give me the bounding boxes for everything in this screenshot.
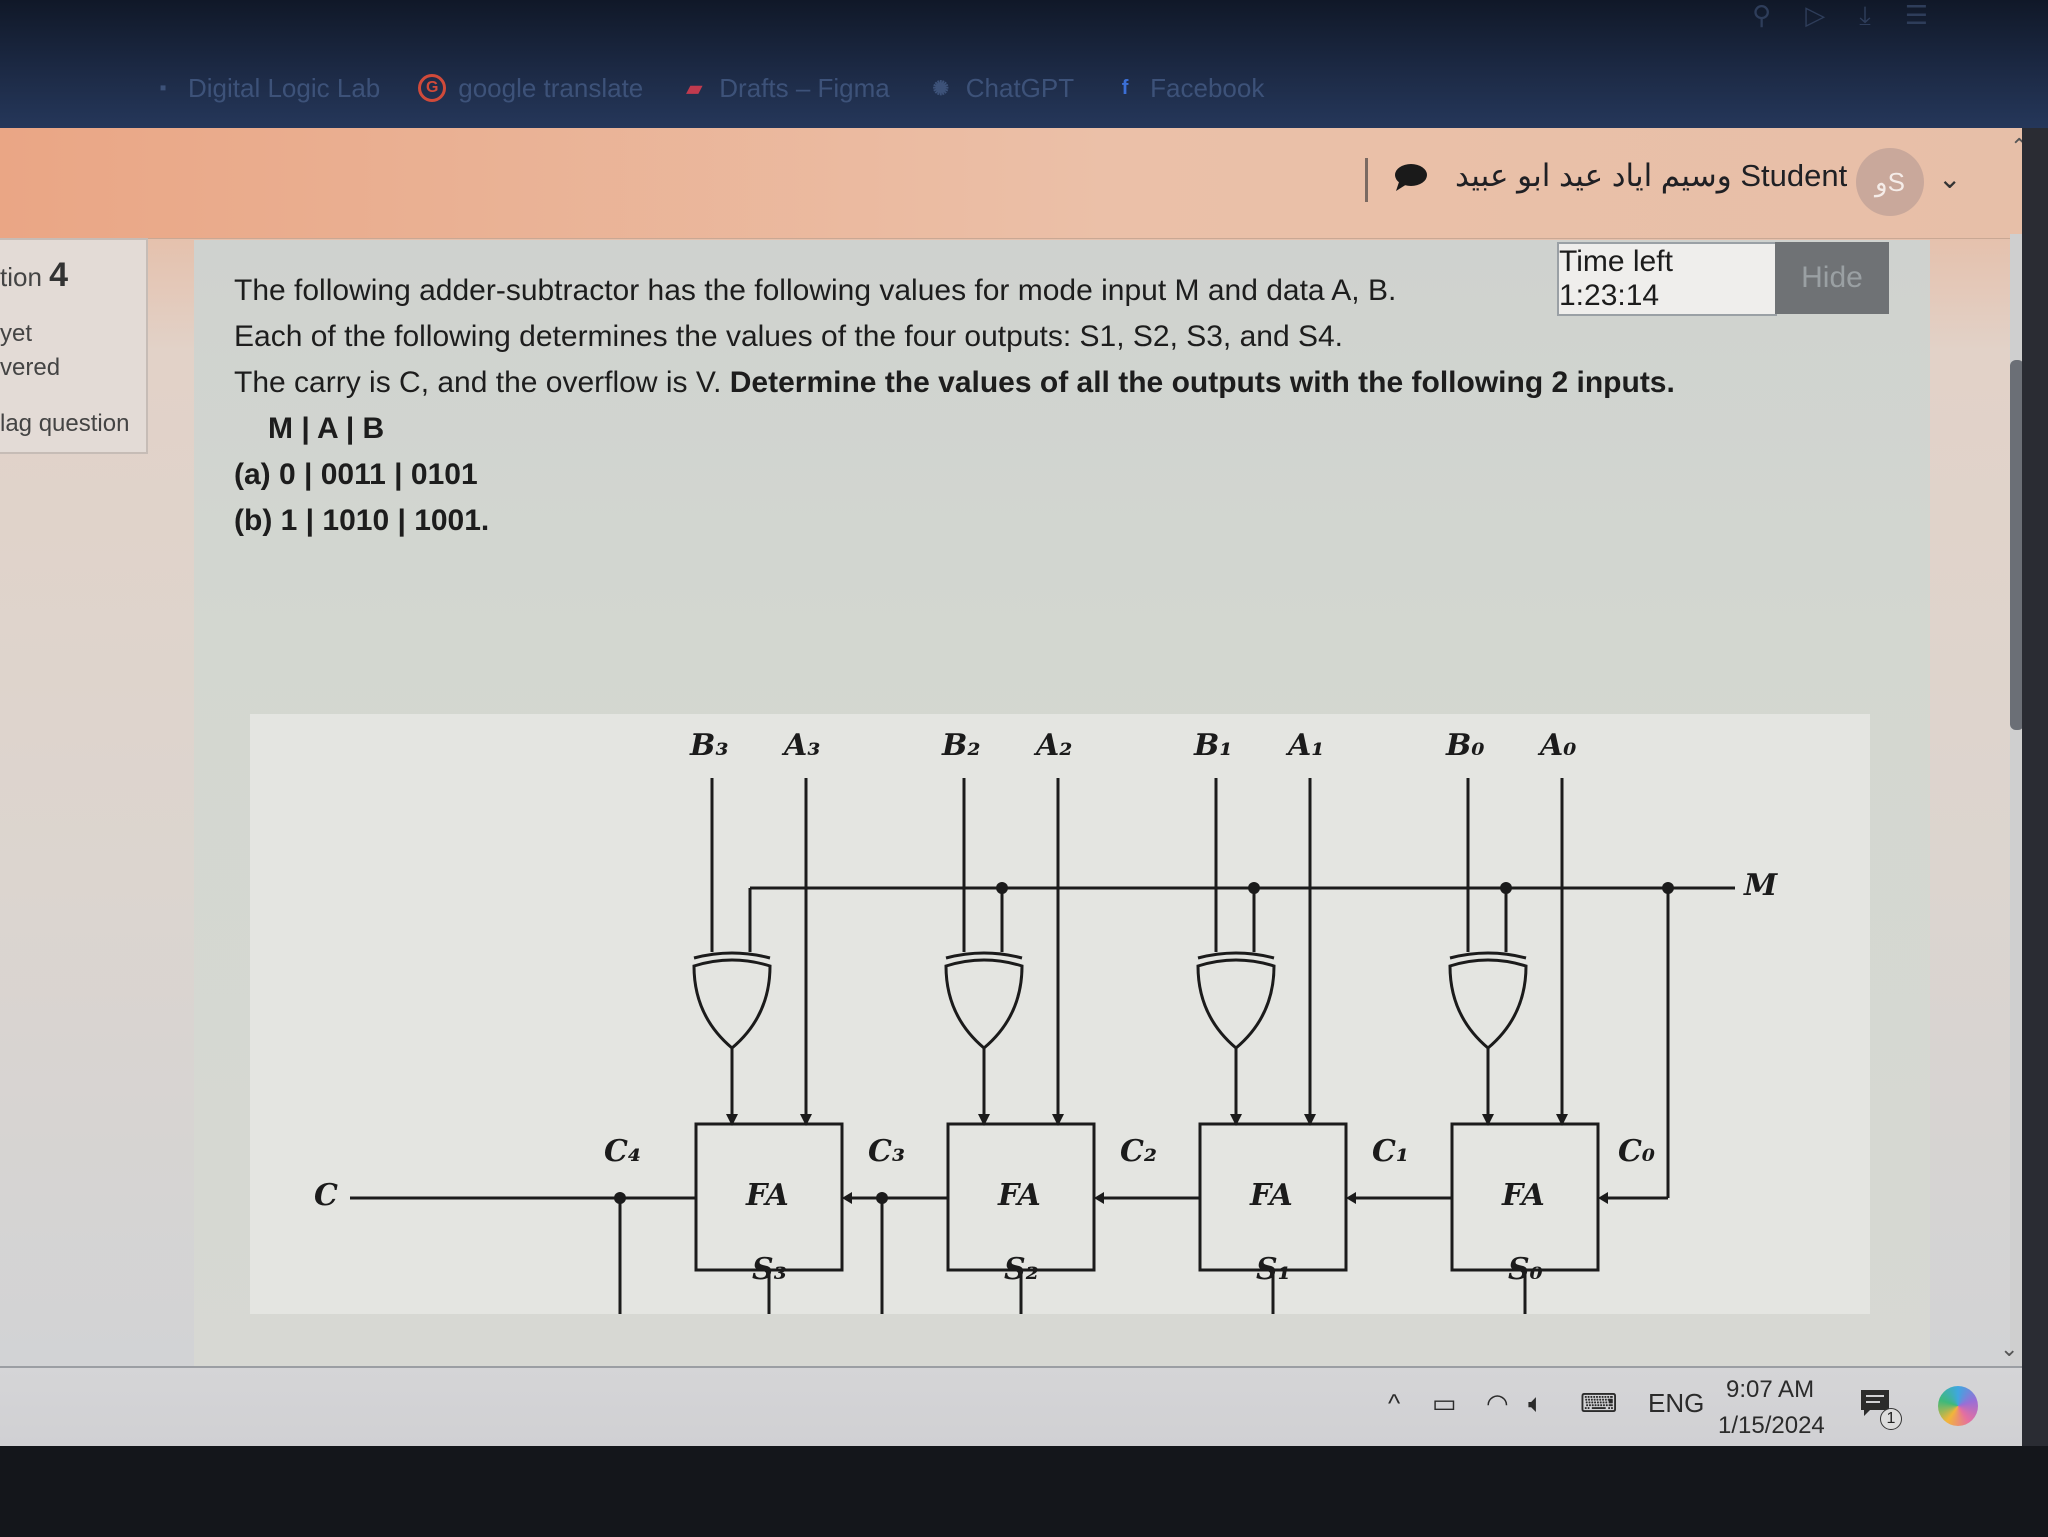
label-m: M <box>1744 868 1778 903</box>
scrollbar-thumb[interactable] <box>2010 360 2024 730</box>
bookmark-label: Digital Logic Lab <box>188 72 381 103</box>
page-header: وسيم اياد عيد ابو عبيد Student وS ⌄ <box>0 128 2022 239</box>
clock-date[interactable]: 1/15/2024 <box>1718 1412 1825 1439</box>
label-b1: B₁ <box>1194 728 1233 763</box>
bookmark-chatgpt[interactable]: ✺ ChatGPT <box>928 73 1074 104</box>
wifi-icon[interactable]: ◠ <box>1486 1388 1509 1418</box>
chatgpt-icon: ✺ <box>932 77 950 100</box>
bookmark-digital-logic[interactable]: ▪ Digital Logic Lab <box>150 73 380 104</box>
fa-label-2: FA <box>998 1178 1041 1213</box>
question-label: tion 4 <box>0 256 68 295</box>
browser-toolbar-icons: ⚲ ▷ ⤓ ☰ <box>1752 0 1928 32</box>
label-s1: S₁ <box>1256 1252 1291 1287</box>
label-a1: A₁ <box>1288 728 1325 763</box>
xor-gate-1 <box>1196 951 1276 1050</box>
bookmark-facebook[interactable]: f Facebook <box>1112 72 1265 104</box>
notification-icon[interactable] <box>1858 1386 1892 1420</box>
download-icon[interactable]: ⤓ <box>1859 0 1871 30</box>
label-c3: C₃ <box>868 1134 906 1169</box>
bookmark-google-translate[interactable]: G google translate <box>418 73 643 104</box>
bookmark-figma[interactable]: ▰ Drafts – Figma <box>681 73 890 104</box>
google-icon: G <box>418 74 447 102</box>
option-b: (b) 1 | 1010 | 1001. <box>234 504 490 537</box>
moodle-page: وسيم اياد عيد ابو عبيد Student وS ⌄ tion… <box>0 128 2022 1409</box>
chevron-down-icon[interactable]: ⌄ <box>1938 163 1962 194</box>
xor-gate-0 <box>1448 951 1528 1050</box>
volume-icon[interactable]: 🔈︎ <box>1528 1388 1544 1418</box>
language-indicator[interactable]: ENG <box>1648 1388 1705 1418</box>
avatar[interactable]: وS <box>1856 148 1924 216</box>
flag-question-link[interactable]: lag question <box>0 410 130 437</box>
header-divider <box>1365 158 1368 202</box>
bookmark-label: ChatGPT <box>965 72 1075 103</box>
question-line-3: The carry is C, and the overflow is V. D… <box>234 360 1675 406</box>
label-carry: C <box>314 1178 338 1213</box>
battery-icon[interactable]: ▭ <box>1432 1388 1457 1418</box>
chevron-up-icon[interactable]: ^ <box>1388 1388 1401 1418</box>
question-line-1: The following adder-subtractor has the f… <box>234 274 1397 307</box>
bookmark-label: google translate <box>458 72 644 103</box>
notification-count: 1 <box>1880 1408 1902 1430</box>
windows-taskbar: ^ ▭ ◠ 🔈︎ ⌨ ENG 9:07 AM 1/15/2024 1 <box>0 1366 2022 1448</box>
extension-icon[interactable]: ⚲ <box>1752 0 1772 30</box>
question-status: yet <box>0 320 33 347</box>
question-text: The following adder-subtractor has the f… <box>234 268 1675 544</box>
label-b3: B₃ <box>690 728 729 763</box>
label-a2: A₂ <box>1036 728 1073 763</box>
question-line-3-bold: Determine the values of all the outputs … <box>729 366 1675 399</box>
bookmark-icon: ▪ <box>159 76 167 99</box>
question-label-text: tion <box>0 262 42 292</box>
timer: Time left 1:23:14 <box>1557 242 1777 316</box>
adder-subtractor-diagram: B₃ A₃ B₂ A₂ B₁ A₁ B₀ A₀ M C V C₄ C₃ C₂ C… <box>250 714 1870 1409</box>
label-c1: C₁ <box>1372 1134 1410 1169</box>
quiz-navigation-block: tion 4 yet vered lag question <box>0 238 148 454</box>
facebook-icon: f <box>1121 76 1129 99</box>
label-s2: S₂ <box>1004 1252 1039 1287</box>
copilot-icon[interactable] <box>1938 1386 1978 1426</box>
fa-label-0: FA <box>1502 1178 1545 1213</box>
xor-gate-3 <box>692 951 772 1050</box>
question-content: The following adder-subtractor has the f… <box>194 240 1930 1409</box>
scroll-down-icon[interactable]: ⌄ <box>2000 1336 2019 1361</box>
keyboard-icon[interactable]: ⌨ <box>1580 1388 1618 1418</box>
input-header-row: M | A | B <box>268 412 385 445</box>
play-icon[interactable]: ▷ <box>1805 0 1826 30</box>
screen-bezel-bottom <box>0 1446 2048 1537</box>
browser-chrome: ▪ Digital Logic Lab G google translate ▰… <box>0 0 2048 128</box>
user-name[interactable]: وسيم اياد عيد ابو عبيد Student <box>1455 158 1848 193</box>
bookmark-label: Facebook <box>1150 72 1265 103</box>
label-s3: S₃ <box>752 1252 787 1287</box>
option-a: (a) 0 | 0011 | 0101 <box>234 458 478 491</box>
figma-icon: ▰ <box>686 77 702 100</box>
fa-label-1: FA <box>1250 1178 1293 1213</box>
screen-bezel-right <box>2022 128 2048 1446</box>
fa-label-3: FA <box>746 1178 789 1213</box>
clock-time[interactable]: 9:07 AM <box>1726 1376 1815 1403</box>
label-a3: A₃ <box>784 728 821 763</box>
label-c2: C₂ <box>1120 1134 1158 1169</box>
label-s0: S₀ <box>1508 1252 1543 1287</box>
question-status-2: vered <box>0 354 61 381</box>
label-b2: B₂ <box>942 728 981 763</box>
label-a0: A₀ <box>1540 728 1577 763</box>
menu-icon[interactable]: ☰ <box>1904 0 1928 30</box>
chat-icon[interactable] <box>1393 162 1429 192</box>
label-c4: C₄ <box>604 1134 642 1169</box>
question-line-3-plain: The carry is C, and the overflow is V. <box>234 366 730 399</box>
label-c0: C₀ <box>1618 1134 1656 1169</box>
question-line-2: Each of the following determines the val… <box>234 320 1344 353</box>
label-b0: B₀ <box>1446 728 1485 763</box>
bookmark-label: Drafts – Figma <box>719 72 890 103</box>
circuit-wires <box>350 778 1735 1314</box>
question-number: 4 <box>49 256 69 294</box>
bookmarks-bar: ▪ Digital Logic Lab G google translate ▰… <box>150 66 1264 110</box>
xor-gate-2 <box>944 951 1024 1050</box>
hide-timer-button[interactable]: Hide <box>1775 242 1889 314</box>
